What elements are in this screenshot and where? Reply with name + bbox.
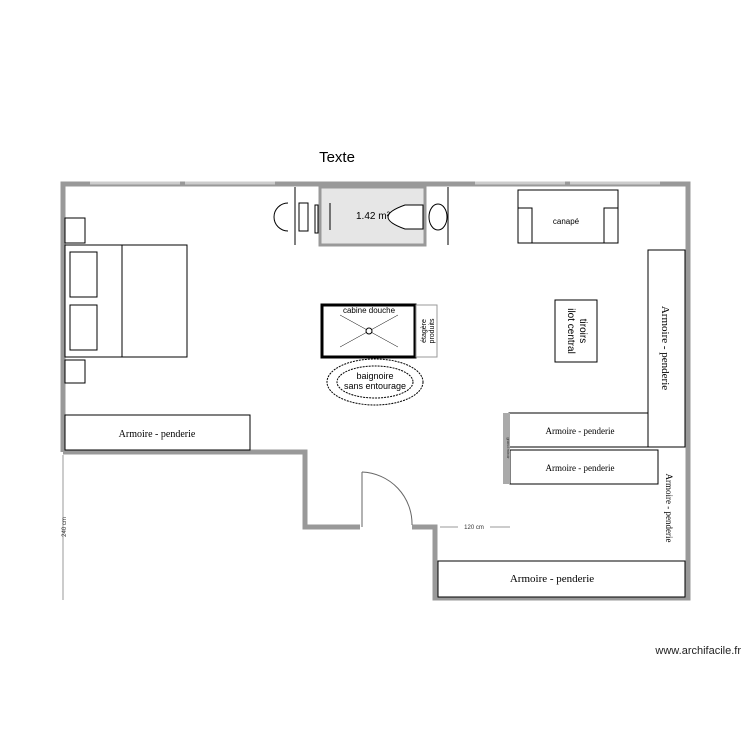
svg-text:étagère: étagère [421,319,428,343]
wardrobe-right-lower: Armoire - penderie [664,474,674,543]
shelf: étagère produits [415,304,438,358]
svg-text:baignoire: baignoire [356,371,393,381]
wardrobe-right-vertical: Armoire - penderie [647,249,686,448]
svg-text:sans entourage: sans entourage [344,381,406,391]
svg-text:Armoire - penderie: Armoire - penderie [119,429,196,440]
sofa: canapé [517,189,619,244]
nightstand [64,217,86,244]
plan-title: Texte [319,149,355,166]
svg-text:Armoire - penderie: Armoire - penderie [664,474,674,543]
bed [64,244,188,358]
dimension-bottom: 120 cm [440,525,510,531]
svg-text:Armoire - penderie: Armoire - penderie [659,306,671,390]
bathtub: baignoire sans entourage [326,358,424,406]
svg-text:canapé: canapé [553,217,580,226]
nightstand [64,359,86,384]
svg-text:Armoire - penderie: Armoire - penderie [546,426,615,436]
door[interactable] [361,471,413,527]
svg-text:tiroirs: tiroirs [577,319,588,343]
toilet-icon [387,204,424,230]
area-label: 1.42 m² [356,211,391,222]
svg-text:240 cm: 240 cm [62,517,68,537]
wardrobe-bottom: Armoire - penderie [437,560,686,598]
watermark[interactable]: www.archifacile.fr [654,645,741,657]
dimension-left: 240 cm [62,455,68,600]
svg-text:ilot central: ilot central [565,308,576,354]
walls [60,181,691,601]
svg-text:Armoire - penderie: Armoire - penderie [510,573,594,585]
svg-text:produits: produits [429,318,436,343]
wardrobe-mid-1: Armoire - penderie [508,412,649,448]
bathroom: 1.42 m² [273,185,449,247]
sink-counter [298,202,309,232]
kitchen-island: ilot central tiroirs [554,299,598,363]
svg-text:Armoire - penderie: Armoire - penderie [546,463,615,473]
shower-cabin: cabine douche [320,303,417,359]
wardrobe-mid-2: Armoire - penderie [509,449,659,485]
svg-text:120 cm: 120 cm [464,525,484,531]
mirror: grand miroir [503,413,511,484]
svg-text:grand miroir: grand miroir [506,437,511,459]
wardrobe-left: Armoire - penderie [64,414,251,451]
svg-text:cabine douche: cabine douche [343,306,396,315]
washbasin-icon [428,203,448,231]
